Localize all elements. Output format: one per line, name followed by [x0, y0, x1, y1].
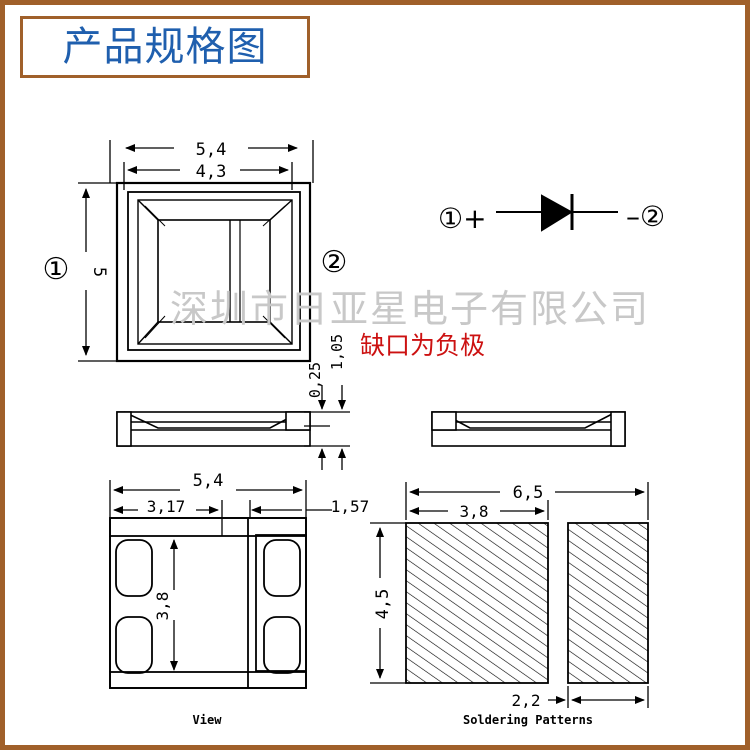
- dim-view-right: 1,57: [331, 497, 370, 516]
- company-watermark: 深圳市日亚星电子有限公司: [170, 287, 651, 331]
- soldering-caption: Soldering Patterns: [463, 713, 593, 727]
- dim-pad-gap: 2,2: [512, 691, 541, 710]
- notch-note: 缺口为负极: [360, 331, 486, 360]
- page-title: 产品规格图: [20, 16, 310, 78]
- top-view: [115, 181, 312, 363]
- anode-label: ①+: [438, 202, 487, 235]
- pin1-label: ①: [43, 252, 70, 287]
- dim-height: 5: [89, 267, 109, 277]
- dim-view-left: 3,17: [147, 497, 186, 516]
- dim-top-inner: 4,3: [196, 162, 227, 182]
- dim-thickness-1: 0,25: [306, 362, 324, 398]
- top-dimensions: [78, 140, 314, 362]
- view-caption: View: [193, 713, 223, 727]
- dim-pad-width: 6,5: [513, 483, 544, 503]
- dim-thickness-2: 1,05: [328, 334, 346, 370]
- side-dimensions: [304, 385, 350, 470]
- bottom-dimensions: [109, 480, 332, 671]
- dim-pad-left: 3,8: [460, 502, 489, 521]
- solder-pads: [405, 522, 649, 684]
- dim-view-width: 5,4: [193, 471, 224, 491]
- side-view-left: [116, 411, 311, 447]
- pad-dimensions: [370, 482, 649, 708]
- dim-top-width: 5,4: [196, 140, 227, 160]
- diode-symbol: [496, 194, 618, 232]
- dim-view-height: 3,8: [153, 592, 172, 621]
- bottom-view: [109, 517, 307, 689]
- dim-pad-height: 4,5: [373, 589, 393, 620]
- side-view-right: [431, 411, 626, 447]
- cathode-label: –②: [626, 200, 665, 233]
- pin2-label: ②: [321, 245, 348, 280]
